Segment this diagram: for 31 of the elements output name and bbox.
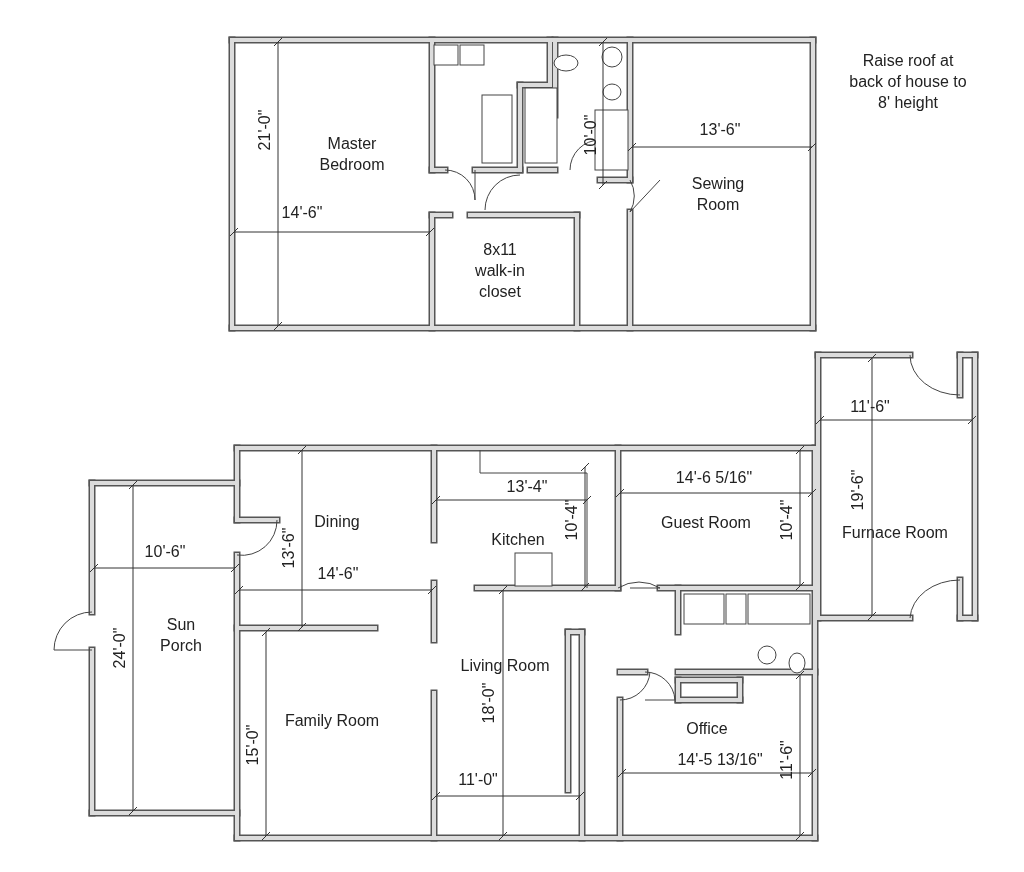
room-label: Master Bedroom xyxy=(318,134,386,175)
room-label: Kitchen xyxy=(490,529,546,550)
room-label: Family Room xyxy=(283,710,381,731)
dimension-label: 14'-6 5/16" xyxy=(675,467,753,488)
dimension-label: 14'-6" xyxy=(317,563,359,584)
room-label: Furnace Room xyxy=(841,522,949,543)
dimension-label: 18'-0" xyxy=(478,682,498,724)
dimension-label: 10'-4" xyxy=(776,499,796,541)
dimension-label: 14'-5 13/16" xyxy=(677,749,763,770)
room-label: Sewing Room xyxy=(690,174,746,215)
dimension-label: 10'-4" xyxy=(561,499,581,541)
room-label: 8x11 walk-in closet xyxy=(474,239,526,302)
dimension-label: 10'-0" xyxy=(580,114,600,156)
dimension-label: 19'-6" xyxy=(847,469,867,511)
room-label: Dining xyxy=(313,511,361,532)
dimension-label: 21'-0" xyxy=(254,109,274,151)
dimension-label: 13'-6" xyxy=(699,119,741,140)
dimension-label: 14'-6" xyxy=(281,202,323,223)
room-label: Office xyxy=(685,718,729,739)
dimension-label: 10'-6" xyxy=(144,541,186,562)
dimension-label: 24'-0" xyxy=(109,627,129,669)
dimension-label: 15'-0" xyxy=(242,724,262,766)
dimension-label: 11'-6" xyxy=(776,740,796,780)
dimension-label: 13'-4" xyxy=(506,476,548,497)
dimension-label: 13'-6" xyxy=(278,527,298,569)
room-label: Guest Room xyxy=(660,512,752,533)
room-label: Sun Porch xyxy=(159,615,203,656)
dimension-label: 11'-6" xyxy=(850,396,890,417)
dimension-label: 11'-0" xyxy=(458,769,498,790)
note-text: Raise roof at back of house to 8' height xyxy=(848,50,968,113)
room-label: Living Room xyxy=(459,655,551,676)
